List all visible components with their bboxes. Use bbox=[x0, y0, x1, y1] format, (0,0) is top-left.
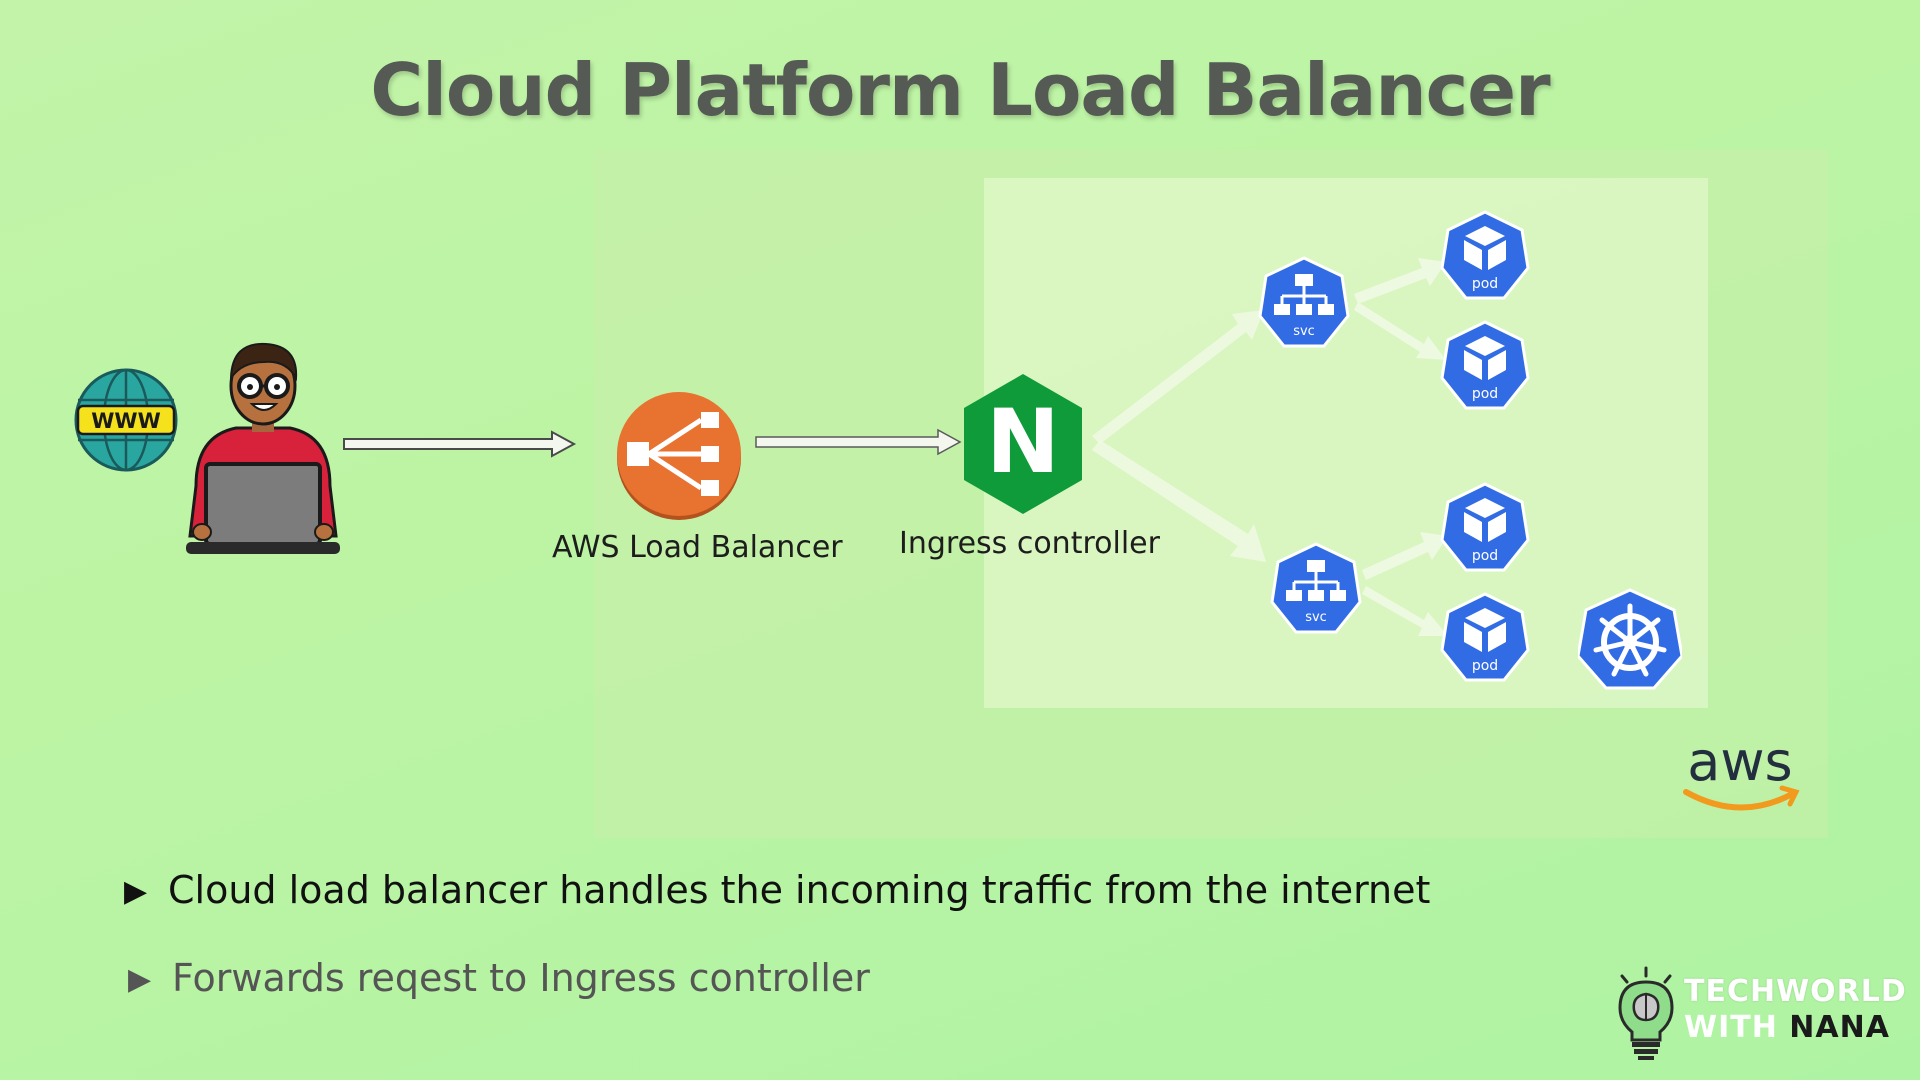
pod-label: pod bbox=[1472, 386, 1498, 402]
arrow-ingress-to-svc-top bbox=[1092, 310, 1264, 444]
pod-label: pod bbox=[1472, 276, 1498, 292]
service-icon: svc bbox=[1270, 542, 1362, 634]
arrow-load-balancer-to-ingress bbox=[755, 428, 962, 456]
nginx-letter: N bbox=[986, 390, 1060, 493]
kubernetes-icon bbox=[1578, 588, 1682, 690]
aws-load-balancer-icon bbox=[617, 392, 741, 520]
page-title: Cloud Platform Load Balancer bbox=[370, 48, 1550, 132]
aws-logo-text: aws bbox=[1687, 730, 1792, 793]
branding-line-2-prefix: WITH bbox=[1684, 1010, 1790, 1045]
arrow-svc-top-to-pod-2 bbox=[1354, 302, 1446, 360]
aws-logo: aws bbox=[1683, 730, 1800, 811]
www-label: WWW bbox=[91, 409, 161, 433]
globe-icon: WWW bbox=[74, 368, 178, 472]
branding-line-2-name: NANA bbox=[1789, 1010, 1890, 1045]
load-balancer-label: AWS Load Balancer bbox=[552, 530, 843, 565]
svc-label: svc bbox=[1293, 324, 1315, 339]
arrow-user-to-load-balancer bbox=[343, 430, 577, 458]
branding-line-1: TECHWORLD bbox=[1684, 974, 1907, 1009]
techworld-branding: TECHWORLD WITH NANA bbox=[1610, 966, 1906, 1062]
nginx-ingress-icon: N bbox=[964, 374, 1082, 514]
pod-icon: pod bbox=[1440, 320, 1530, 410]
pod-label: pod bbox=[1472, 658, 1498, 674]
pod-label: pod bbox=[1472, 548, 1498, 564]
lightbulb-brain-icon bbox=[1618, 966, 1674, 1060]
arrow-ingress-to-svc-bottom bbox=[1092, 440, 1266, 562]
user-laptop-icon bbox=[186, 342, 340, 554]
branding-text: TECHWORLD WITH NANA bbox=[1684, 974, 1907, 1046]
pod-icon: pod bbox=[1440, 210, 1530, 300]
bullet-item: ▶ Cloud load balancer handles the incomin… bbox=[124, 868, 1430, 912]
bullet-text: Cloud load balancer handles the incoming… bbox=[168, 868, 1431, 912]
ingress-controller-label: Ingress controller bbox=[899, 526, 1160, 561]
svc-label: svc bbox=[1305, 610, 1327, 625]
bullet-triangle-icon: ▶ bbox=[128, 962, 152, 997]
bullet-triangle-icon: ▶ bbox=[124, 874, 148, 909]
arrow-svc-bottom-to-pod-2 bbox=[1362, 586, 1448, 636]
arrow-svc-bottom-to-pod-1 bbox=[1362, 532, 1448, 580]
arrow-svc-top-to-pod-1 bbox=[1354, 258, 1446, 304]
pod-icon: pod bbox=[1440, 592, 1530, 682]
pod-icon: pod bbox=[1440, 482, 1530, 572]
service-icon: svc bbox=[1258, 256, 1350, 348]
bullet-item: ▶ Forwards reqest to Ingress controller bbox=[128, 956, 870, 1000]
bullet-text: Forwards reqest to Ingress controller bbox=[172, 956, 870, 1000]
